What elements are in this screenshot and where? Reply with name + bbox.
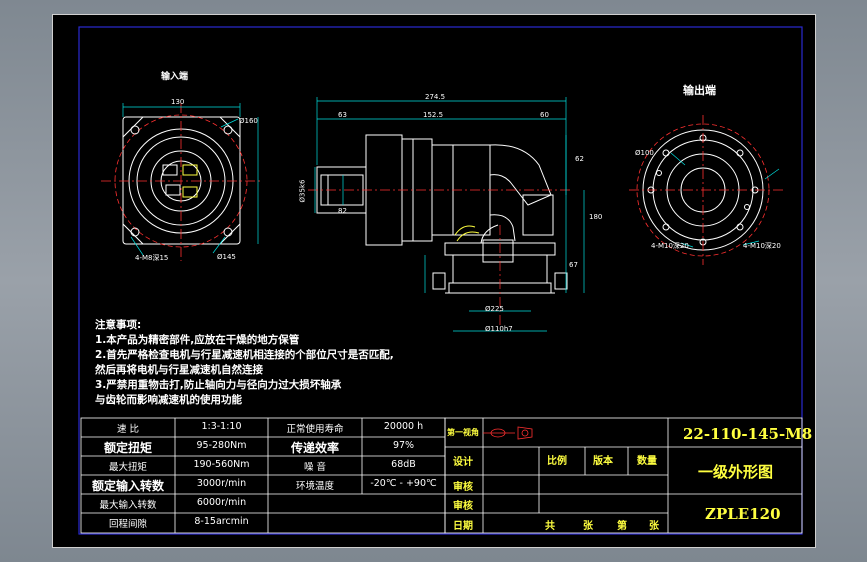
spec-label: 额定输入转数 xyxy=(91,479,164,493)
input-end-view xyxy=(101,103,263,261)
dim-height-up: 62 xyxy=(575,155,584,163)
model-number: ZPLE120 xyxy=(705,505,781,523)
spec-value: 20000 h xyxy=(383,421,424,432)
dim-shaft-dia-b: 82 xyxy=(338,207,347,215)
note-line-3: 然后再将电机与行星减速机自然连接 xyxy=(95,364,263,376)
dim-shaft-length: 63 xyxy=(338,111,347,119)
dim-flange: Ø225 xyxy=(485,305,504,313)
drawing-name: 一级外形图 xyxy=(698,463,774,481)
dim-height-total: 180 xyxy=(589,213,603,221)
dim-out-circle: Ø100 xyxy=(635,149,654,157)
spec-value: -20℃ - +90℃ xyxy=(370,478,437,489)
spec-label: 额定扭矩 xyxy=(103,441,152,455)
note-line-1: 1.本产品为精密部件,应放在干燥的地方保管 xyxy=(95,334,300,346)
spec-value: 68dB xyxy=(391,459,416,470)
spec-label: 速 比 xyxy=(116,424,140,435)
spec-value: 6000r/min xyxy=(196,497,247,508)
row-design: 设计 xyxy=(453,457,473,468)
note-line-5: 与齿轮而影响减速机的使用功能 xyxy=(95,394,242,406)
spec-value: 1:3-1:10 xyxy=(201,421,242,432)
spec-value: 3000r/min xyxy=(196,478,247,489)
spec-label: 传递效率 xyxy=(290,441,339,455)
inner-frame xyxy=(78,26,803,535)
sheet-unit: 张 xyxy=(583,521,593,532)
dim-out-holes-b: 4-M10深20 xyxy=(743,242,781,250)
note-line-4: 3.严禁用重物击打,防止轴向力与径向力过大损坏轴承 xyxy=(95,379,342,391)
spec-label: 回程间隙 xyxy=(108,519,147,530)
row-date: 日期 xyxy=(453,521,473,532)
dim-input-circle: Ø160 xyxy=(239,117,258,125)
dim-input-holes: 4-M8深15 xyxy=(135,254,169,262)
drawing-canvas xyxy=(78,26,803,535)
output-end-view xyxy=(629,115,783,265)
projection-label: 第一视角 xyxy=(447,427,479,437)
spec-label: 最大扭矩 xyxy=(108,462,147,473)
col-version: 版本 xyxy=(593,456,613,467)
row-approve: 审核 xyxy=(453,501,473,512)
dim-right-offset: 60 xyxy=(540,111,549,119)
sheet-unit-2: 张 xyxy=(649,521,659,532)
notes-title: 注意事项: xyxy=(95,319,142,331)
col-qty: 数量 xyxy=(637,456,657,467)
input-end-label: 输入端 xyxy=(161,72,189,82)
row-review: 审核 xyxy=(453,482,473,493)
dim-base-dia: Ø110h7 xyxy=(485,325,513,333)
side-view-dims xyxy=(308,97,585,332)
spec-label: 最大输入转数 xyxy=(99,500,157,511)
dim-input-width: 130 xyxy=(171,98,185,106)
spec-label: 环境温度 xyxy=(295,481,334,492)
dim-shaft-dia-a: Ø35k6 xyxy=(298,179,307,203)
spec-table-grid xyxy=(80,417,446,534)
drawing-sheet: 输入端 输出端 130 Ø160 Ø145 4-M8深15 274.5 152.… xyxy=(52,14,816,548)
spec-label: 正常使用寿命 xyxy=(286,424,344,435)
title-block-grid xyxy=(444,417,803,534)
dim-input-bottom: Ø145 xyxy=(217,253,236,261)
output-end-label: 输出端 xyxy=(683,84,716,97)
sheet-no: 第 xyxy=(617,521,627,532)
spec-label: 噪 音 xyxy=(303,462,327,473)
dim-body-length: 152.5 xyxy=(423,111,444,119)
spec-value: 8-15arcmin xyxy=(194,516,249,527)
dim-overall-length: 274.5 xyxy=(425,93,446,101)
sheet-total: 共 xyxy=(545,521,555,532)
dim-right-height: 67 xyxy=(569,261,578,269)
drawing-number: 22-110-145-M8 xyxy=(683,425,813,443)
spec-value: 190-560Nm xyxy=(193,459,250,470)
spec-value: 97% xyxy=(392,440,415,451)
side-view xyxy=(316,134,568,294)
spec-value: 95-280Nm xyxy=(196,440,247,451)
note-line-2: 2.首先严格检查电机与行星减速机相连接的个部位尺寸是否匹配, xyxy=(95,349,394,361)
col-scale: 比例 xyxy=(547,456,567,467)
dim-out-holes-a: 4-M10深20 xyxy=(651,242,689,250)
